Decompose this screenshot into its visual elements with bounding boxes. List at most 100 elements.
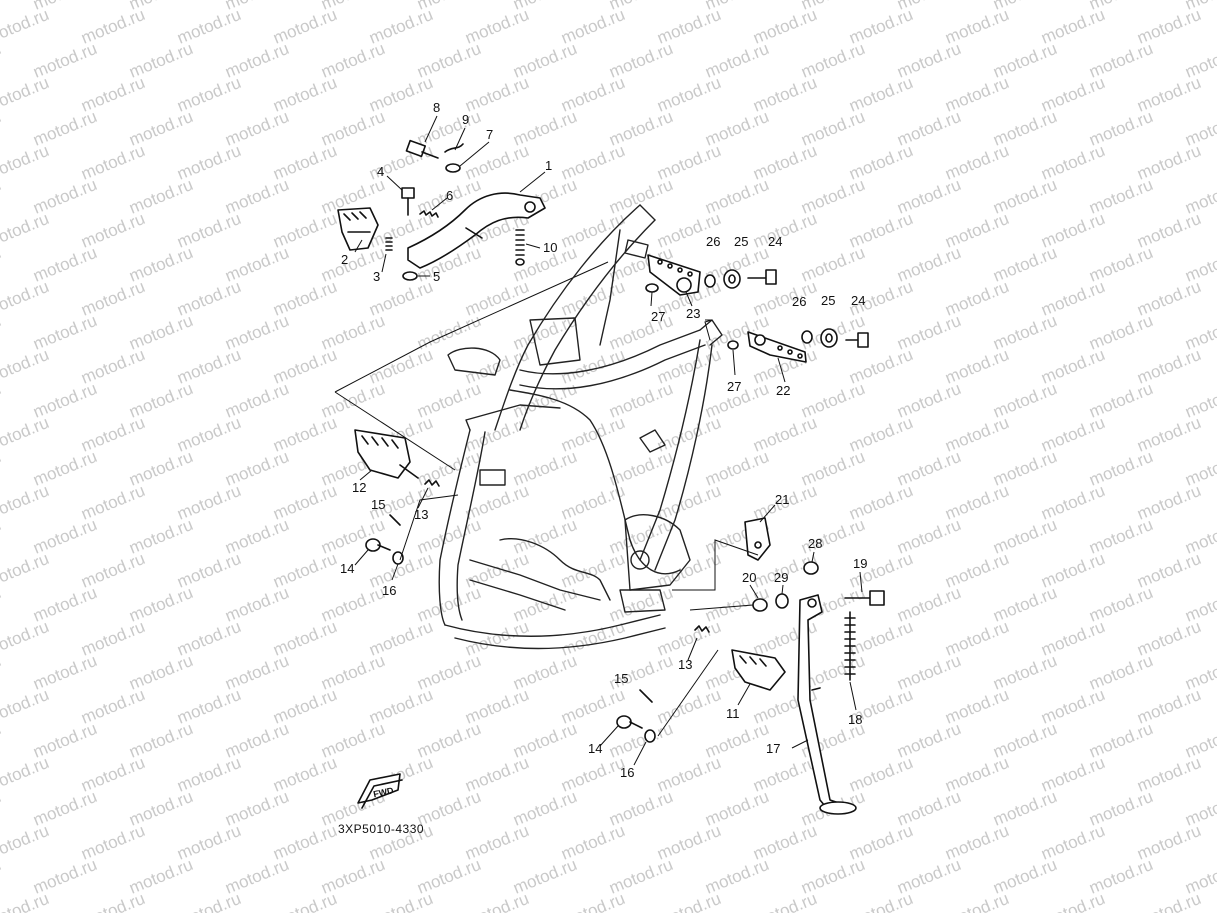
watermark-text: motod.ru (1182, 583, 1217, 626)
collar-part-28 (803, 561, 819, 575)
watermark-text: motod.ru (1182, 39, 1217, 82)
callout-22: 22 (776, 383, 790, 398)
callout-26-lower: 26 (792, 294, 806, 309)
watermark-text: motod.ru (0, 0, 4, 14)
callout-14-right: 14 (588, 741, 602, 756)
callout-10: 10 (543, 240, 557, 255)
callout-24-upper: 24 (768, 234, 782, 249)
watermark-text: motod.ru (0, 175, 4, 218)
watermark-text: motod.ru (0, 821, 52, 864)
watermark-text: motod.ru (846, 889, 915, 913)
watermark-text: motod.ru (0, 685, 52, 728)
callout-labels: 8 9 7 1 4 6 2 3 5 10 26 25 24 27 23 26 2… (340, 100, 867, 780)
washer-part-7 (445, 163, 461, 173)
bracket-part-23 (647, 254, 701, 296)
spring-part-3 (385, 237, 393, 251)
callout-18: 18 (848, 712, 862, 727)
watermark-text: motod.ru (1182, 379, 1217, 422)
fwd-arrow-icon: FWD (357, 773, 403, 809)
diagram-code: 3XP5010-4330 (338, 822, 424, 836)
watermark-text: motod.ru (1182, 855, 1217, 898)
watermark-text: motod.ru (1038, 889, 1107, 913)
callout-24-lower: 24 (851, 293, 865, 308)
watermark-text: motod.ru (0, 311, 4, 354)
watermark-text: motod.ru (1182, 243, 1217, 286)
callout-12: 12 (352, 480, 366, 495)
watermark-text: motod.ru (1182, 447, 1217, 490)
callout-6: 6 (446, 188, 453, 203)
callout-1: 1 (545, 158, 552, 173)
watermark-text: motod.ru (0, 787, 4, 830)
watermark-text: motod.ru (0, 719, 4, 762)
watermark-text: motod.ru (0, 651, 4, 694)
callout-29: 29 (774, 570, 788, 585)
watermark-text: motod.ru (1182, 787, 1217, 830)
watermark-text: motod.ru (78, 889, 147, 913)
callout-11: 11 (726, 706, 740, 721)
callout-7: 7 (486, 127, 493, 142)
callout-25-lower: 25 (821, 293, 835, 308)
spring-part-13b (694, 625, 710, 633)
washer-part-16b (644, 729, 656, 743)
callout-3: 3 (373, 269, 380, 284)
watermark-text: motod.ru (0, 549, 52, 592)
callout-25-upper: 25 (734, 234, 748, 249)
motorcycle-frame (334, 204, 723, 650)
callout-28: 28 (808, 536, 822, 551)
footrest-part-12 (354, 429, 419, 479)
washer-part-29 (775, 593, 789, 609)
washer-part-26b (801, 330, 813, 344)
pin-part-14b (616, 715, 643, 729)
nut-part-20 (752, 598, 768, 612)
watermark-text: motod.ru (0, 855, 4, 898)
spring-part-13a (424, 479, 440, 487)
watermark-text: motod.ru (0, 345, 52, 388)
callout-21: 21 (775, 492, 789, 507)
watermark-text: motod.ru (1182, 719, 1217, 762)
watermark-text: motod.ru (558, 889, 627, 913)
watermark-text: motod.ru (750, 889, 819, 913)
watermark-text: motod.ru (0, 277, 52, 320)
watermark-text: motod.ru (0, 141, 52, 184)
callout-23: 23 (686, 306, 700, 321)
watermark-text: motod.ru (0, 107, 4, 150)
callout-14-left: 14 (340, 561, 354, 576)
spring-part-6 (419, 210, 439, 218)
bushing-part-25b (820, 328, 838, 348)
sidestand-part-17 (797, 594, 857, 815)
leader-lines (354, 115, 863, 766)
callout-27-upper: 27 (651, 309, 665, 324)
footrest-part-11 (731, 649, 786, 691)
callout-16-left: 16 (382, 583, 396, 598)
bushing-part-25a (723, 269, 741, 289)
watermark-text: motod.ru (0, 413, 52, 456)
watermark-text: motod.ru (366, 889, 435, 913)
watermark-text: motod.ru (0, 583, 4, 626)
watermark-text: motod.ru (1182, 107, 1217, 150)
cotter-pin-part-9 (444, 143, 464, 153)
watermark-text: motod.ru (270, 889, 339, 913)
callout-5: 5 (433, 269, 440, 284)
spring-part-10 (515, 229, 525, 256)
watermark-text: motod.ru (0, 243, 4, 286)
footrest-part-2 (337, 207, 379, 251)
bracket-part-21 (744, 517, 771, 561)
watermark-text: motod.ru (174, 889, 243, 913)
watermark-text: motod.ru (942, 889, 1011, 913)
callout-13-left: 13 (414, 507, 428, 522)
washer-part-27a (645, 283, 659, 293)
watermark-text: motod.ru (0, 447, 4, 490)
parts (337, 139, 885, 815)
watermark-text: motod.ru (0, 209, 52, 252)
watermark-text: motod.ru (1182, 515, 1217, 558)
watermark-text: motod.ru (0, 5, 52, 48)
bolt-part-8 (405, 139, 439, 159)
washer-part-16a (392, 551, 404, 565)
callout-15-right: 15 (614, 671, 628, 686)
watermark-text: motod.ru (0, 73, 52, 116)
callout-27-lower: 27 (727, 379, 741, 394)
callout-17: 17 (766, 741, 780, 756)
